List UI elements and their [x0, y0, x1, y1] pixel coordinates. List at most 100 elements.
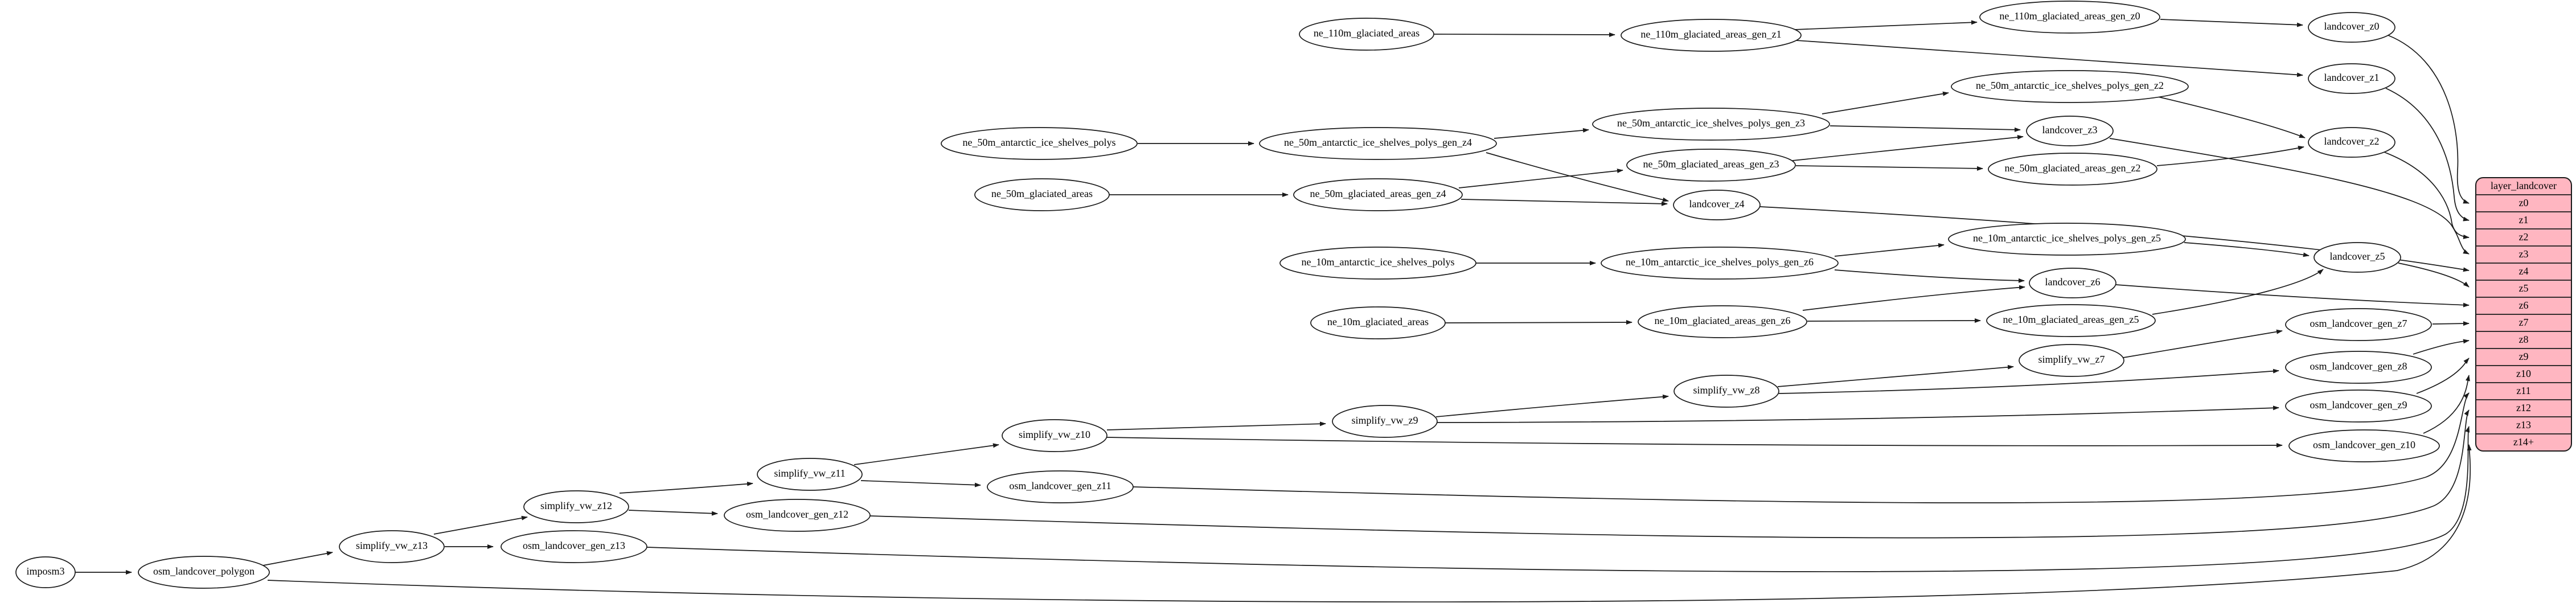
- edge-landcover_z5-z5: [2398, 263, 2470, 288]
- node-ellipse: [1948, 223, 2186, 256]
- edge-simplify_vw_z10-osm_landcover_gen_z10: [1106, 437, 2283, 448]
- node-ne_50m_glaciated_areas_gen_z4: ne_50m_glaciated_areas_gen_z4: [1293, 178, 1463, 211]
- node-label: landcover_z3: [2042, 124, 2098, 136]
- node-label: ne_10m_antarctic_ice_shelves_polys_gen_z…: [1973, 232, 2161, 244]
- edge-simplify_vw_z11-simplify_vw_z10: [854, 443, 999, 465]
- node-label: osm_landcover_gen_z7: [2310, 318, 2407, 329]
- node-ellipse: [1293, 178, 1463, 211]
- edge-glac10_gen_z5-landcover_z5: [2152, 269, 2324, 315]
- node-ellipse: [138, 556, 270, 589]
- node-label: ne_50m_antarctic_ice_shelves_polys: [963, 137, 1116, 148]
- edge-osm_landcover_gen_z12-z12: [869, 409, 2470, 539]
- edge-ne_10m_glac-gen_z6: [1445, 320, 1632, 325]
- edge-ice50_gen_z2-landcover_z2: [2157, 96, 2306, 138]
- edge-osm_landcover_gen_z8-z8: [2413, 339, 2470, 355]
- edge-ice10_gen_z6-gen_z5: [1834, 243, 1945, 257]
- edge-osm_landcover_gen_z11-z11: [1133, 392, 2470, 503]
- node-ellipse: [1626, 149, 1796, 182]
- edge-simplify_vw_z11-osm_landcover_gen_z11: [860, 480, 981, 487]
- node-ellipse: [2308, 12, 2395, 43]
- edge-simplify_vw_z10-simplify_vw_z9: [1106, 421, 1326, 430]
- node-ellipse: [2308, 63, 2395, 94]
- node-imposm3: imposm3: [15, 556, 76, 588]
- edge-glac50_gen_z4-landcover_z4: [1461, 199, 1668, 206]
- node-label: osm_landcover_gen_z13: [523, 540, 625, 551]
- node-ellipse: [724, 499, 871, 532]
- node-ellipse: [1279, 247, 1476, 280]
- node-ne_50m_antarctic_ice_shelves_polys: ne_50m_antarctic_ice_shelves_polys: [941, 127, 1138, 160]
- node-label: osm_landcover_gen_z9: [2310, 399, 2407, 411]
- node-label: simplify_vw_z13: [356, 540, 428, 551]
- edge-landcover_z0-z0: [2388, 35, 2470, 204]
- edge-osm_landcover_gen_z10-z10: [2423, 375, 2470, 434]
- table-row-z5: z5: [2519, 282, 2529, 294]
- node-simplify_vw_z8: simplify_vw_z8: [1673, 375, 1779, 408]
- node-label: osm_landcover_gen_z12: [746, 509, 848, 520]
- node-ellipse: [501, 530, 647, 563]
- node-label: landcover_z2: [2324, 136, 2380, 147]
- edge-gen_z0-landcover_z0: [2160, 19, 2303, 27]
- edge-osm_landcover_polygon-simplify_vw_z13: [262, 551, 333, 566]
- edge-ice50_gen_z3-landcover_z3: [1830, 125, 2021, 132]
- node-label: ne_50m_antarctic_ice_shelves_polys_gen_z…: [1284, 137, 1472, 148]
- node-ne_50m_antarctic_ice_shelves_polys_gen_z4: ne_50m_antarctic_ice_shelves_polys_gen_z…: [1259, 127, 1497, 160]
- node-ne_10m_antarctic_ice_shelves_polys_gen_z5: ne_10m_antarctic_ice_shelves_polys_gen_z…: [1948, 223, 2186, 256]
- edge-osm_landcover_polygon-z14: [267, 444, 2472, 602]
- edge-gen_z1-landcover_z1: [1796, 40, 2303, 77]
- node-ne_10m_glaciated_areas: ne_10m_glaciated_areas: [1310, 306, 1446, 339]
- node-label: ne_50m_antarctic_ice_shelves_polys_gen_z…: [1617, 117, 1805, 129]
- edge-simplify_vw_z13-simplify_vw_z12: [433, 515, 528, 535]
- node-ellipse: [1673, 190, 1761, 220]
- node-simplify_vw_z11: simplify_vw_z11: [757, 458, 863, 491]
- edge-ice50_gen_z4-landcover_z4: [1486, 152, 1669, 202]
- node-label: landcover_z0: [2324, 20, 2380, 32]
- node-ellipse: [1951, 70, 2189, 103]
- node-ellipse: [2314, 242, 2401, 273]
- node-simplify_vw_z12: simplify_vw_z12: [523, 490, 629, 523]
- node-label: simplify_vw_z8: [1693, 384, 1760, 396]
- layer-landcover-table: layer_landcover z0 z1 z2 z3 z4 z5 z6 z7 …: [2475, 177, 2572, 452]
- node-ne_110m_glaciated_areas_gen_z0: ne_110m_glaciated_areas_gen_z0: [1979, 1, 2160, 34]
- node-ne_110m_glaciated_areas_gen_z1: ne_110m_glaciated_areas_gen_z1: [1621, 19, 1802, 52]
- node-label: simplify_vw_z12: [540, 500, 612, 511]
- edge-glac50_gen_z2-landcover_z2: [2156, 146, 2304, 166]
- node-landcover_z2: landcover_z2: [2308, 127, 2395, 158]
- table-row-z2: z2: [2519, 231, 2529, 243]
- node-label: simplify_vw_z10: [1019, 429, 1090, 440]
- node-label: simplify_vw_z7: [2038, 354, 2105, 365]
- node-ellipse: [1673, 375, 1779, 408]
- node-label: ne_50m_antarctic_ice_shelves_polys_gen_z…: [1976, 80, 2164, 91]
- node-simplify_vw_z7: simplify_vw_z7: [2019, 344, 2124, 377]
- node-label: ne_110m_glaciated_areas: [1314, 27, 1420, 39]
- edge-landcover_z1-z1: [2385, 88, 2470, 222]
- node-label: osm_landcover_gen_z11: [1009, 480, 1111, 491]
- table-row-z10: z10: [2516, 368, 2531, 379]
- node-label: landcover_z5: [2330, 251, 2385, 262]
- node-ellipse: [941, 127, 1138, 160]
- node-label: imposm3: [26, 565, 64, 577]
- edge-simplify_vw_z8-osm_landcover_gen_z8: [1778, 368, 2279, 394]
- edges: [75, 19, 2472, 602]
- edge-simplify_vw_z7-osm_landcover_gen_z7: [2123, 329, 2283, 358]
- node-label: landcover_z4: [1689, 198, 1745, 210]
- node-ellipse: [1986, 304, 2156, 337]
- edge-simplify_vw_z9-osm_landcover_gen_z9: [1437, 405, 2279, 423]
- node-ne_50m_antarctic_ice_shelves_polys_gen_z3: ne_50m_antarctic_ice_shelves_polys_gen_z…: [1592, 108, 1830, 141]
- node-ellipse: [1002, 419, 1107, 452]
- table-row-z12: z12: [2516, 402, 2531, 413]
- table-row-z0: z0: [2519, 197, 2529, 208]
- edge-osm_landcover_gen_z7-z7: [2432, 321, 2470, 326]
- node-label: ne_10m_glaciated_areas_gen_z5: [2003, 314, 2139, 325]
- edge-ne_110m_glaciated_areas-gen_z1: [1433, 32, 1615, 37]
- node-label: osm_landcover_gen_z10: [2313, 439, 2415, 450]
- edge-ice10_gen_z6-landcover_z6: [1834, 269, 2025, 283]
- node-label: ne_10m_antarctic_ice_shelves_polys: [1302, 256, 1455, 268]
- node-landcover_z3: landcover_z3: [2026, 116, 2114, 146]
- edge-landcover_z4-z4: [1759, 206, 2470, 272]
- node-ellipse: [1332, 405, 1438, 438]
- node-ellipse: [1621, 19, 1802, 52]
- node-osm_landcover_gen_z10: osm_landcover_gen_z10: [2288, 429, 2440, 462]
- table-row-z1: z1: [2519, 214, 2529, 225]
- node-label: ne_10m_glaciated_areas: [1327, 316, 1429, 327]
- table-row-z4: z4: [2519, 265, 2529, 277]
